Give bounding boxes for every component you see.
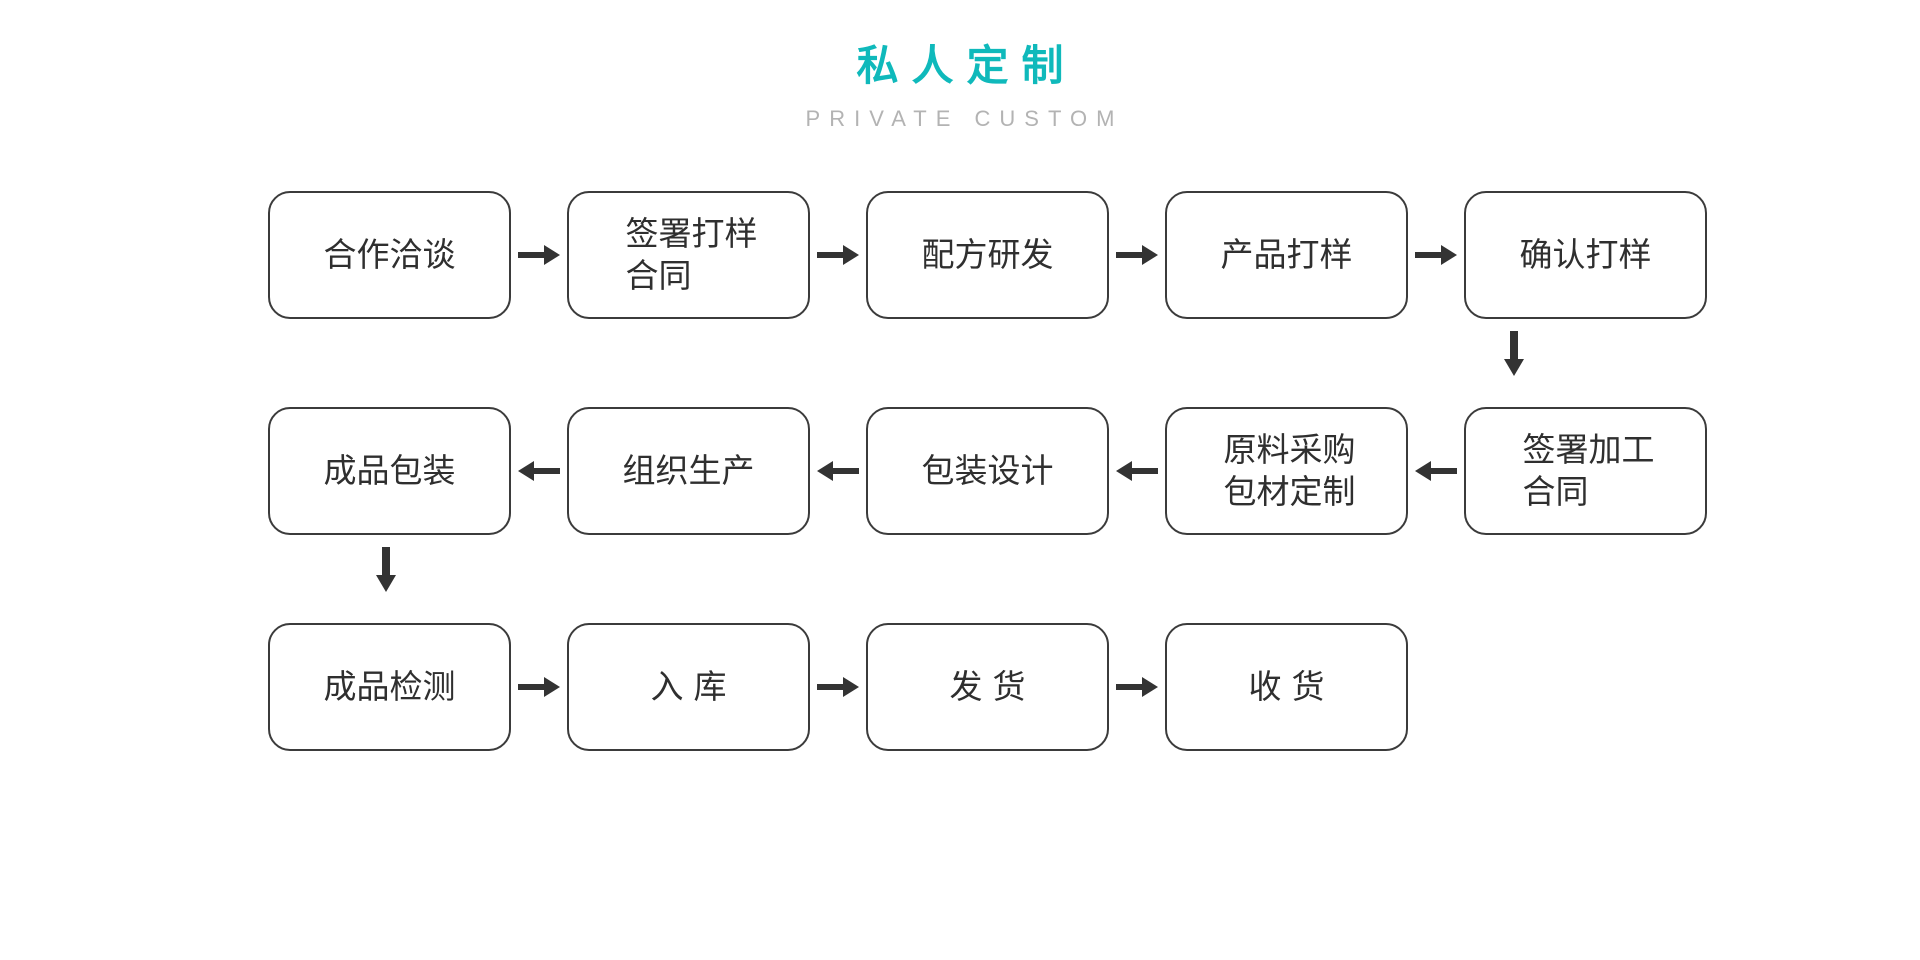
flow-node-shouhuo[interactable]: 收货 <box>1165 623 1408 752</box>
flow-node-label: 组织生产 <box>622 451 755 489</box>
page-title: 私人定制 <box>856 42 1077 89</box>
arrow-right-icon <box>1408 238 1464 272</box>
flow-node-label: 成品包装 <box>323 451 456 489</box>
flow-node-label: 入库 <box>650 667 737 705</box>
flow-node-label: 产品打样 <box>1220 235 1353 273</box>
flow-gap-row2-row3 <box>0 541 1920 617</box>
flow-node-chengpinbaozhuang[interactable]: 成品包装 <box>268 407 511 536</box>
flow-node-label: 包装设计 <box>921 451 1054 489</box>
flow-node-label: 发货 <box>949 667 1036 705</box>
flow-row-2: 成品包装 组织生产 包装设计 原料采购 包材定制 <box>0 401 1920 541</box>
arrow-right-icon <box>1109 670 1165 704</box>
flow-node-ruku[interactable]: 入库 <box>567 623 810 752</box>
arrow-right-icon <box>511 238 567 272</box>
arrow-right-icon <box>810 238 866 272</box>
arrow-left-icon <box>810 454 866 488</box>
flow-node-qianshudayanghetong[interactable]: 签署打样 合同 <box>567 191 810 320</box>
arrow-left-icon <box>1408 454 1464 488</box>
page-subtitle: PRIVATE CUSTOM <box>805 106 1124 132</box>
flow-node-label: 签署打样 合同 <box>625 214 758 295</box>
flow-node-peifangyanfa[interactable]: 配方研发 <box>866 191 1109 320</box>
flow-node-chengpinjiance[interactable]: 成品检测 <box>268 623 511 752</box>
flow-gap-row1-row2 <box>0 325 1920 401</box>
flow-node-yuanliaocaigou[interactable]: 原料采购 包材定制 <box>1165 407 1408 536</box>
flow-node-querendayang[interactable]: 确认打样 <box>1464 191 1707 320</box>
flow-node-label: 收货 <box>1248 667 1335 705</box>
page-header: 私人定制 PRIVATE CUSTOM <box>0 0 1920 130</box>
process-flowchart: 合作洽谈 签署打样 合同 配方研发 产品打样 <box>0 185 1920 757</box>
flow-row-1: 合作洽谈 签署打样 合同 配方研发 产品打样 <box>0 185 1920 325</box>
flow-node-zuzhishengchan[interactable]: 组织生产 <box>567 407 810 536</box>
flow-node-hezuoqiatan[interactable]: 合作洽谈 <box>268 191 511 320</box>
flow-node-baozhuangsheji[interactable]: 包装设计 <box>866 407 1109 536</box>
arrow-down-icon <box>1503 331 1537 385</box>
flow-node-label: 成品检测 <box>323 667 456 705</box>
arrow-right-icon <box>810 670 866 704</box>
arrow-left-icon <box>511 454 567 488</box>
flow-node-fahuo[interactable]: 发货 <box>866 623 1109 752</box>
flow-node-label: 签署加工 合同 <box>1522 430 1655 511</box>
flow-node-label: 配方研发 <box>921 235 1054 273</box>
arrow-left-icon <box>1109 454 1165 488</box>
flow-node-label: 合作洽谈 <box>323 235 456 273</box>
flow-node-qianshujiagonghetong[interactable]: 签署加工 合同 <box>1464 407 1707 536</box>
arrow-right-icon <box>1109 238 1165 272</box>
flow-node-label: 确认打样 <box>1519 235 1652 273</box>
arrow-down-icon <box>375 547 409 601</box>
arrow-right-icon <box>511 670 567 704</box>
flow-node-chanpindayang[interactable]: 产品打样 <box>1165 191 1408 320</box>
flow-node-label: 原料采购 包材定制 <box>1223 430 1356 511</box>
flow-row-3: 成品检测 入库 发货 收货 <box>0 617 1920 757</box>
